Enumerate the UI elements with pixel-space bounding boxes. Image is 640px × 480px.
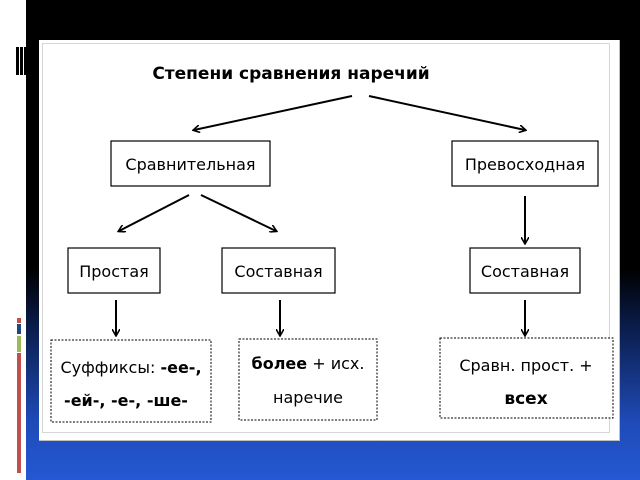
accent-bar-red (17, 353, 21, 473)
node-simple: Простая (67, 247, 161, 294)
leaf-more-line1: более + исх. (252, 354, 365, 373)
slide: Степени сравнения наречий Сравнительная … (39, 40, 620, 441)
arrow-title-to-superlative (368, 95, 525, 130)
leaf-all-line1: Сравн. прост. + (459, 356, 592, 375)
leaf-more: более + исх. наречие (238, 338, 378, 421)
leaf-more-line2: наречие (273, 388, 343, 407)
vertical-bars-icon (15, 47, 27, 75)
node-comparative-label: Сравнительная (125, 155, 255, 174)
arrow-title-to-comparative (194, 95, 353, 130)
accent-bar-blue (17, 324, 21, 334)
node-compound-superlative-label: Составная (481, 262, 569, 281)
node-compound-comparative-label: Составная (234, 262, 322, 281)
slide-frame (42, 43, 610, 433)
diagram-canvas: Степени сравнения наречий Сравнительная … (50, 64, 614, 423)
left-margin-strip (0, 0, 27, 480)
diagram-title: Степени сравнения наречий (152, 64, 429, 84)
node-superlative-label: Превосходная (465, 155, 585, 174)
node-superlative: Превосходная (451, 140, 599, 187)
leaf-suffixes-line2: -ей-, -е-, -ше- (64, 391, 188, 410)
node-simple-label: Простая (79, 262, 149, 281)
node-compound-superlative: Составная (469, 247, 581, 294)
node-comparative: Сравнительная (110, 140, 271, 187)
leaf-all: Сравн. прост. + всех (439, 337, 614, 419)
accent-bar-green (17, 336, 21, 352)
leaf-all-line2: всех (504, 389, 547, 409)
accent-bar-red-top (17, 318, 21, 323)
node-compound-comparative: Составная (221, 247, 336, 294)
arrow-comparative-to-compound (200, 194, 276, 231)
leaf-suffixes-line1: Суффиксы: -ее-, (60, 358, 201, 377)
arrow-comparative-to-simple (119, 194, 190, 231)
leaf-suffixes: Суффиксы: -ее-, -ей-, -е-, -ше- (50, 339, 212, 423)
